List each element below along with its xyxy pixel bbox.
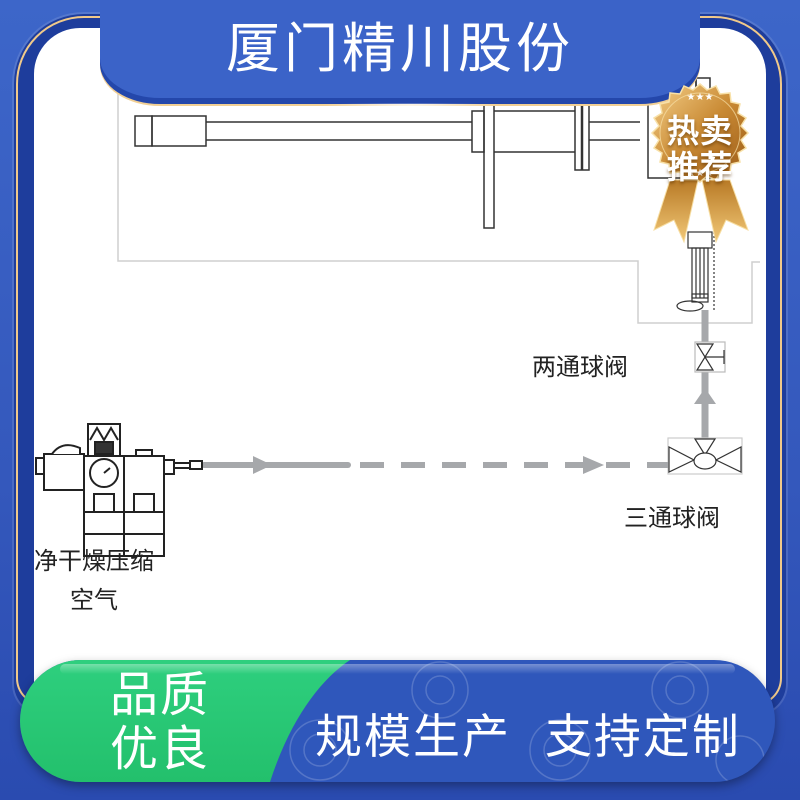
quality-label: 品质 优良 xyxy=(110,668,260,776)
vertical-actuator xyxy=(676,231,715,312)
three-way-valve-symbol xyxy=(667,437,743,475)
air-source-label-line1: 净干燥压缩 xyxy=(34,547,154,575)
rosette-ribbon-icon: ★★★ ★★★ xyxy=(650,83,750,244)
badge-line2: 推荐 xyxy=(666,148,733,186)
up-arrow xyxy=(694,388,716,404)
white-content-panel xyxy=(34,28,766,728)
three-way-valve-label: 三通球阀 xyxy=(624,504,720,532)
svg-text:★★★: ★★★ xyxy=(687,92,714,103)
slogan-text: 规模生产 支持定制 xyxy=(315,710,741,765)
title-banner: 厦门精川股份 xyxy=(100,0,700,107)
company-title: 厦门精川股份 xyxy=(226,17,574,80)
enclosure-outline xyxy=(117,40,760,324)
right-arrow xyxy=(253,456,272,474)
cylinder-assembly xyxy=(134,77,711,229)
bottom-slogan-bar: 品质 优良 规模生产 支持定制 xyxy=(20,660,775,782)
hot-sale-badge: ★★★ ★★★ 热卖 推荐 xyxy=(640,80,760,250)
air-filter-regulator-unit xyxy=(35,423,203,557)
quality-line1: 品质 xyxy=(110,667,211,723)
badge-line1: 热卖 xyxy=(666,112,733,150)
two-way-valve-symbol xyxy=(694,341,726,373)
title-glow xyxy=(320,103,500,107)
svg-text:★★★: ★★★ xyxy=(687,168,714,179)
air-source-label-line2: 空气 xyxy=(70,586,118,614)
right-arrow xyxy=(583,456,604,474)
quality-line2: 优良 xyxy=(110,721,211,777)
bar-gloss xyxy=(60,664,735,674)
two-way-valve-label: 两通球阀 xyxy=(532,353,628,381)
